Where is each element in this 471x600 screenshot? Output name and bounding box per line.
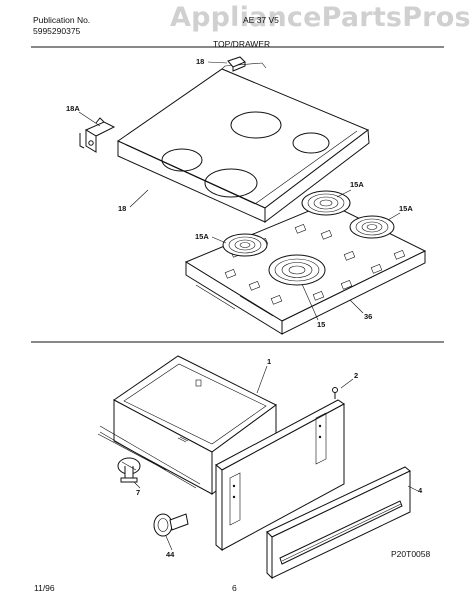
drawer-front-panel: [215, 387, 345, 552]
drawer-slide-rail: [99, 425, 201, 489]
cooktop-element-front-left: [204, 168, 258, 198]
leader-7: [133, 481, 141, 489]
drawer-roller: [117, 457, 141, 483]
surface-element-front-right: [349, 215, 395, 239]
cooktop-element-front-right: [292, 132, 330, 154]
callout-15a-left: 15A: [195, 232, 209, 241]
callout-15a-top: 15A: [350, 180, 364, 189]
leader-18-bottom: [129, 189, 149, 208]
cooktop-element-rear-right: [230, 111, 282, 139]
leader-1: [256, 365, 268, 394]
callout-15: 15: [317, 320, 326, 329]
callout-18-top: 18: [196, 57, 205, 66]
leader-2: [340, 378, 354, 389]
callout-44: 44: [166, 550, 175, 559]
callout-15a-right: 15A: [399, 204, 413, 213]
callout-18-bottom: 18: [118, 204, 127, 213]
callout-4: 4: [418, 486, 423, 495]
leader-4: [407, 485, 419, 492]
leader-roller-slide: [97, 433, 167, 471]
model-number: AE 37 V5: [243, 15, 279, 25]
leader-15: [301, 283, 319, 321]
drawer-front: [266, 466, 411, 580]
callout-2: 2: [354, 371, 359, 380]
callout-1: 1: [267, 357, 272, 366]
surface-element-rear-right: [301, 190, 351, 216]
publication-number: 5995290375: [33, 26, 81, 36]
callout-7: 7: [136, 488, 141, 497]
leader-15a-right: [387, 212, 401, 221]
cooktop-glass-top: [116, 62, 370, 224]
hinge-bracket: [79, 117, 116, 153]
footer-date: 11/96: [34, 583, 55, 593]
diagram-code: P20T0058: [391, 549, 431, 559]
callout-18a: 18A: [66, 104, 80, 113]
watermark: AppliancePartsPros.com: [170, 2, 471, 33]
leader-18a: [78, 111, 101, 127]
cooktop-element-rear-left: [161, 148, 203, 172]
leader-15a-left: [211, 236, 227, 244]
drawer-box: [113, 355, 277, 495]
leader-15a-top: [336, 189, 352, 198]
hinge-top: [227, 56, 246, 72]
publication-label: Publication No.: [33, 15, 91, 25]
surface-element-front-left: [268, 254, 326, 286]
callout-36: 36: [364, 312, 373, 321]
surface-element-rear-left: [222, 233, 268, 257]
leader-44: [165, 535, 173, 551]
leader-36: [349, 299, 364, 314]
drawer-glide: [153, 513, 189, 537]
leader-18-top: [207, 61, 228, 64]
section-title: TOP/DRAWER: [213, 39, 271, 49]
footer-page: 6: [232, 583, 237, 593]
